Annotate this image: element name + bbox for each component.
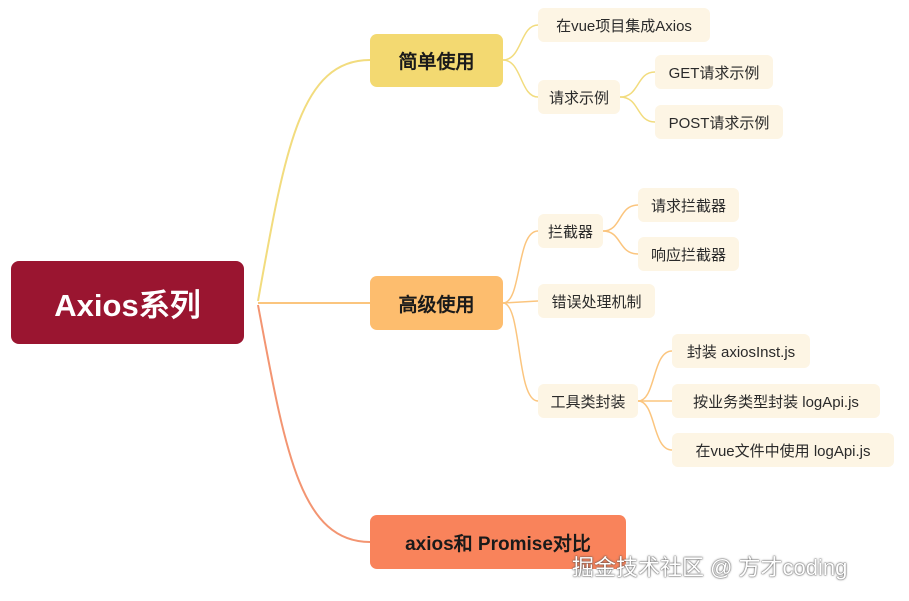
leaf-get-example-label: GET请求示例	[668, 64, 760, 82]
connector-tool-usevue	[637, 400, 673, 451]
connector-request-post	[619, 96, 656, 123]
leaf-request-interceptor-label: 请求拦截器	[650, 197, 726, 215]
leaf-post-example[interactable]: POST请求示例	[655, 105, 783, 139]
branch-basic-usage[interactable]: 简单使用	[370, 34, 503, 87]
connector-advanced-tool	[502, 302, 539, 402]
connector-advanced-error	[502, 300, 539, 304]
leaf-integrate-vue-label: 在vue项目集成Axios	[556, 17, 692, 35]
leaf-error-handling-label: 错误处理机制	[551, 293, 642, 311]
watermark: 掘金技术社区 @ 方才coding	[572, 555, 848, 580]
connector-advanced-interceptors	[502, 230, 539, 304]
leaf-use-in-vue-label: 在vue文件中使用 logApi.js	[695, 442, 871, 460]
leaf-response-interceptor-label: 响应拦截器	[650, 246, 726, 264]
branch-compare[interactable]: axios和 Promise对比	[370, 515, 626, 569]
branch-advanced-usage[interactable]: 高级使用	[370, 276, 503, 330]
leaf-interceptors-label: 拦截器	[547, 223, 593, 241]
leaf-post-example-label: POST请求示例	[668, 114, 770, 132]
leaf-wrap-axios-inst[interactable]: 封装 axiosInst.js	[672, 334, 810, 368]
leaf-request-examples[interactable]: 请求示例	[538, 80, 620, 114]
connector-basic-integrate	[502, 24, 539, 61]
connector-root-basic	[257, 59, 371, 302]
branch-advanced-label: 高级使用	[398, 294, 475, 316]
leaf-request-examples-label: 请求示例	[548, 89, 609, 107]
connector-interceptors-request	[602, 204, 639, 232]
leaf-interceptors[interactable]: 拦截器	[538, 214, 603, 248]
leaf-get-example[interactable]: GET请求示例	[655, 55, 773, 89]
leaf-wrap-axios-inst-label: 封装 axiosInst.js	[686, 343, 796, 361]
leaf-wrap-log-api[interactable]: 按业务类型封装 logApi.js	[672, 384, 880, 418]
leaf-tool-wrapper[interactable]: 工具类封装	[538, 384, 638, 418]
branch-compare-label: axios和 Promise对比	[405, 533, 591, 555]
leaf-integrate-vue[interactable]: 在vue项目集成Axios	[538, 8, 710, 42]
leaf-tool-wrapper-label: 工具类封装	[550, 393, 626, 411]
connector-root-compare	[257, 304, 371, 543]
root-node[interactable]: Axios系列	[11, 261, 244, 344]
leaf-wrap-log-api-label: 按业务类型封装 logApi.js	[693, 393, 859, 411]
leaf-use-in-vue[interactable]: 在vue文件中使用 logApi.js	[672, 433, 894, 467]
branch-basic-label: 简单使用	[398, 52, 475, 73]
root-label: Axios系列	[54, 288, 201, 323]
connector-interceptors-response	[602, 230, 639, 255]
leaf-error-handling[interactable]: 错误处理机制	[538, 284, 655, 318]
leaf-request-interceptor[interactable]: 请求拦截器	[638, 188, 739, 222]
leaf-response-interceptor[interactable]: 响应拦截器	[638, 237, 739, 271]
connector-tool-axiosinst	[637, 350, 673, 402]
connector-basic-request	[502, 59, 539, 98]
connector-request-get	[619, 71, 656, 98]
